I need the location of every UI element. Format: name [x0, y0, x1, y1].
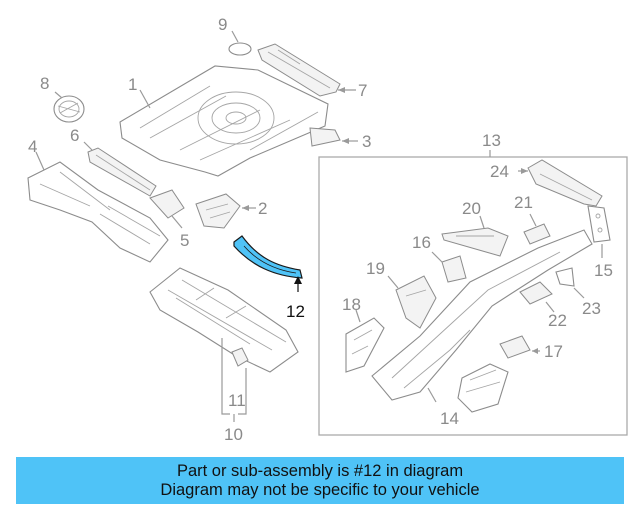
callout-21: 21	[514, 193, 533, 212]
callout-16: 16	[412, 233, 431, 252]
banner-line-1: Part or sub-assembly is #12 in diagram	[176, 461, 464, 480]
part-3-bracket[interactable]	[309, 127, 358, 147]
callout-13: 13	[482, 131, 501, 150]
part-22-bracket[interactable]	[519, 281, 555, 313]
part-23-clip[interactable]	[555, 267, 585, 299]
callout-22: 22	[548, 311, 567, 330]
part-19-bracket[interactable]	[387, 275, 437, 329]
callout-8: 8	[40, 74, 49, 93]
callout-11: 11	[228, 391, 246, 410]
callout-15: 15	[594, 261, 613, 280]
callout-5: 5	[180, 231, 189, 250]
callout-9: 9	[218, 15, 227, 34]
callout-1: 1	[128, 75, 137, 94]
callout-2: 2	[258, 199, 267, 218]
banner-line-2: Diagram may not be specific to your vehi…	[160, 480, 480, 499]
callout-labels: 1 2 3 4 5 6 7 8 9 10 11 12 13 14 15 16 1…	[28, 15, 613, 444]
part-6-cross-member[interactable]	[83, 141, 157, 197]
part-17-bracket[interactable]	[499, 335, 540, 359]
part-9-plug[interactable]	[228, 30, 252, 56]
callout-14: 14	[440, 409, 459, 428]
part-16-bracket[interactable]	[431, 251, 467, 283]
part-8-grommet[interactable]	[53, 91, 85, 123]
subassembly-frame	[318, 156, 628, 436]
part-12-highlighted[interactable]	[233, 235, 303, 292]
callout-23: 23	[582, 299, 601, 318]
callout-7: 7	[358, 81, 367, 100]
callout-3: 3	[362, 132, 371, 151]
callout-24: 24	[490, 162, 509, 181]
callout-10: 10	[224, 425, 243, 444]
part-14-side-rail[interactable]	[371, 229, 593, 403]
callout-18: 18	[342, 295, 361, 314]
info-banner: Part or sub-assembly is #12 in diagram D…	[16, 457, 624, 504]
part-14-well-box[interactable]	[457, 363, 509, 413]
part-21-bracket[interactable]	[523, 213, 551, 245]
callout-19: 19	[366, 259, 385, 278]
part-15-plate[interactable]	[587, 205, 611, 258]
part-1-rear-floor-pan[interactable]	[119, 65, 329, 177]
callout-4: 4	[28, 137, 37, 156]
callout-12: 12	[286, 302, 305, 321]
part-20-bracket[interactable]	[441, 215, 509, 257]
part-5-bracket[interactable]	[149, 189, 185, 229]
callout-20: 20	[462, 199, 481, 218]
part-24-reinforcement[interactable]	[518, 159, 603, 207]
part-2-bracket[interactable]	[195, 193, 256, 229]
part-11-bracket[interactable]	[221, 338, 249, 422]
part-4-side-member[interactable]	[27, 151, 169, 263]
part-18-bracket[interactable]	[345, 309, 385, 373]
parts-diagram: 1 2 3 4 5 6 7 8 9 10 11 12 13 14 15 16 1…	[27, 15, 628, 444]
callout-17: 17	[544, 342, 563, 361]
part-7-rear-bar[interactable]	[257, 43, 356, 97]
part-10-floor-panel[interactable]	[149, 267, 299, 373]
callout-6: 6	[70, 126, 79, 145]
